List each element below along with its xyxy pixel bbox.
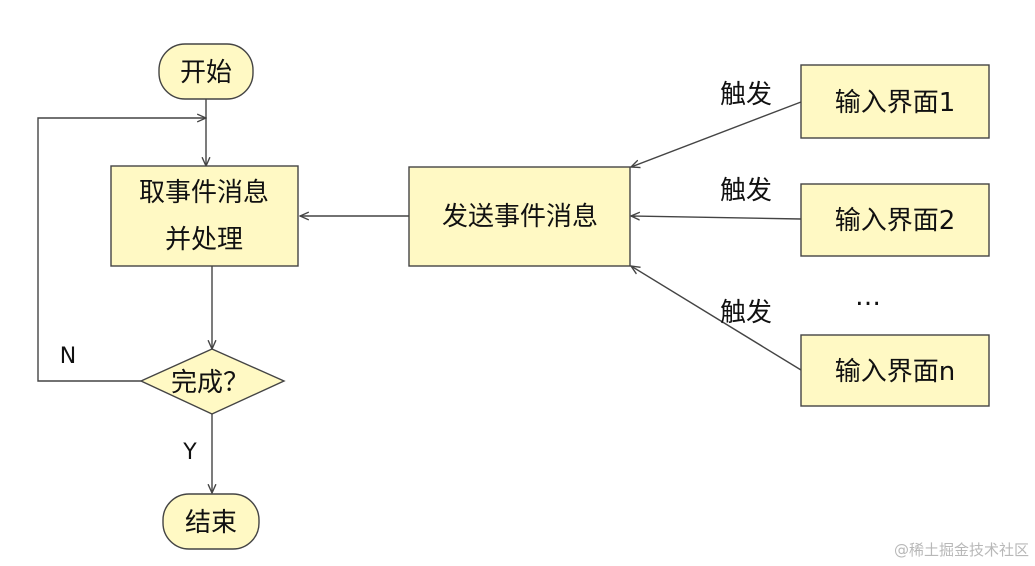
edge-ui2-send [631, 216, 802, 219]
no-label: N [60, 344, 76, 369]
send-label: 发送事件消息 [442, 202, 598, 232]
end-node: 结束 [162, 493, 260, 550]
process-node: 取事件消息 并处理 [110, 165, 299, 267]
input-ui-1-label: 输入界面1 [835, 88, 956, 118]
decision-node: 完成？ [139, 348, 286, 415]
edge-uin-send [631, 266, 802, 371]
input-ui-n-label: 输入界面n [835, 357, 955, 387]
edge-ui1-send [631, 101, 802, 167]
process-label-line1: 取事件消息 [139, 178, 269, 208]
decision-label: 完成？ [171, 368, 249, 398]
process-label-line2: 并处理 [165, 225, 243, 255]
trigger-label-2: 触发 [720, 176, 772, 206]
connectors [37, 99, 802, 493]
start-label: 开始 [180, 58, 232, 88]
input-ui-1-node: 输入界面1 [800, 64, 990, 139]
edge-loop-no [37, 118, 206, 382]
end-label: 结束 [185, 508, 237, 538]
trigger-label-3: 触发 [720, 298, 772, 328]
watermark: @稀土掘金技术社区 [893, 541, 1029, 559]
input-ui-n-node: 输入界面n [800, 334, 990, 407]
trigger-label-1: 触发 [720, 80, 772, 110]
send-node: 发送事件消息 [408, 166, 631, 267]
ellipsis-label: … [855, 282, 881, 312]
yes-label: Y [182, 440, 197, 465]
input-ui-2-node: 输入界面2 [800, 183, 990, 257]
start-node: 开始 [158, 43, 254, 100]
input-ui-2-label: 输入界面2 [835, 206, 956, 236]
